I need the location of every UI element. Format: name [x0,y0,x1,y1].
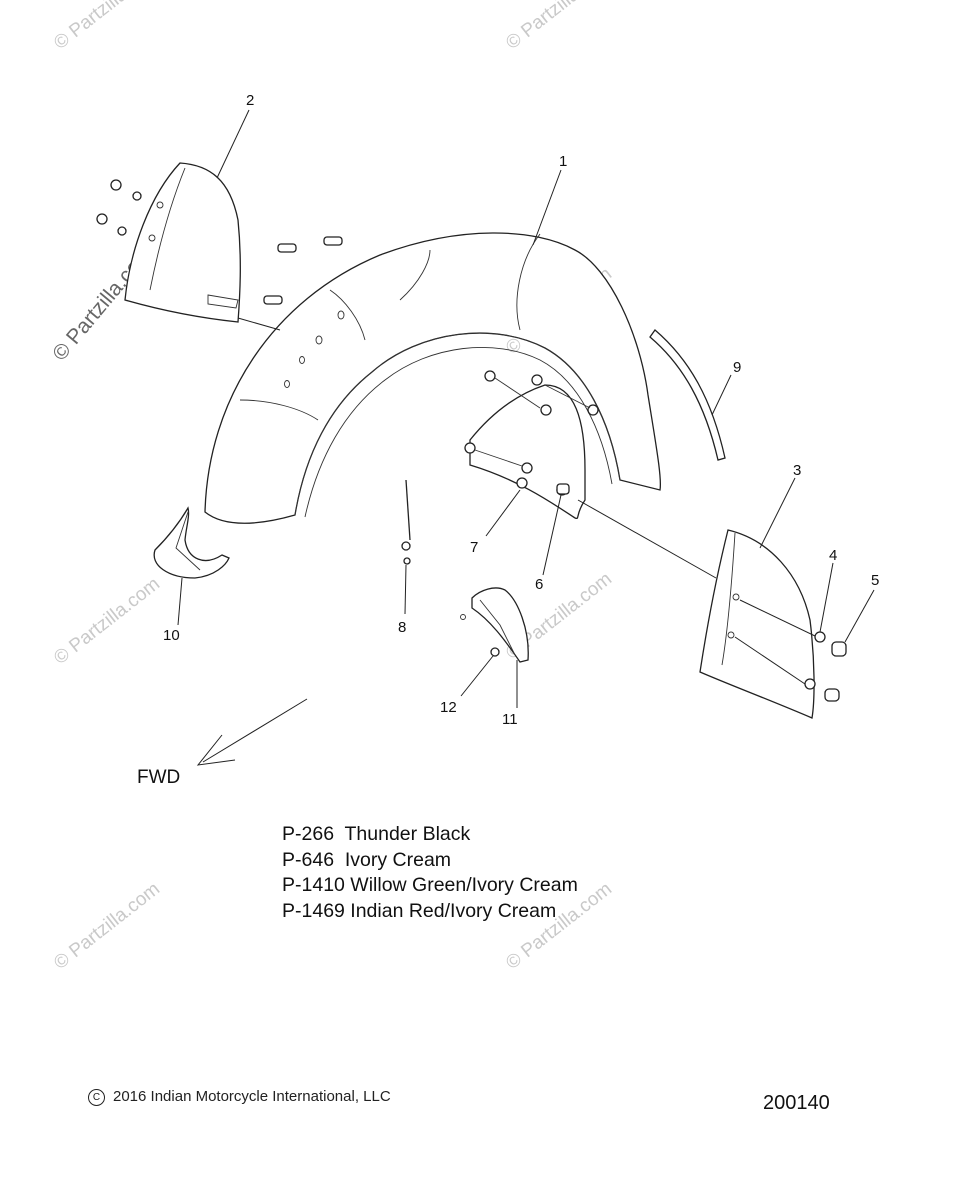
diagram-number: 200140 [763,1092,830,1114]
callouts: 1 2 3 4 5 6 7 8 9 10 11 12 [163,92,879,728]
callout-1: 1 [559,153,567,170]
right-fork-cover [577,499,847,719]
paint-color-item: P-1410 Willow Green/Ivory Cream [282,874,578,896]
callout-8: 8 [398,619,406,636]
callout-2: 2 [246,92,254,109]
copyright-icon: C [88,1089,105,1106]
bracket [460,587,529,663]
watermark: © Partzilla.com [50,879,164,974]
paint-color-item: P-266 Thunder Black [282,823,471,845]
trim-strip [649,329,726,461]
callout-7: 7 [470,539,478,556]
callout-4: 4 [829,547,837,564]
copyright-notice: C 2016 Indian Motorcycle International, L… [88,1088,391,1106]
leader-lines [177,109,875,708]
watermark: © Partzilla.com [502,0,616,54]
reflector-rod [401,479,411,565]
copyright-text: 2016 Indian Motorcycle International, LL… [113,1088,391,1105]
callout-10: 10 [163,627,180,644]
forward-arrow: FWD [137,698,308,788]
callout-5: 5 [871,572,879,589]
left-fork-cover [96,162,281,331]
stud [556,483,570,495]
paint-color-item: P-1469 Indian Red/Ivory Cream [282,899,557,922]
watermark: © Partzilla.com [50,574,164,669]
paint-color-list: P-266 Thunder Black P-646 Ivory Cream P-… [282,822,578,924]
callout-3: 3 [793,462,801,479]
callout-12: 12 [440,699,457,716]
paint-color-item: P-646 Ivory Cream [282,848,452,871]
callout-9: 9 [733,359,741,376]
callout-6: 6 [535,576,543,593]
callout-11: 11 [502,711,518,728]
watermark: © Partzilla.com [50,0,164,54]
fender-tip [153,506,230,579]
screws [263,236,343,305]
front-fender [204,232,662,524]
fwd-label: FWD [137,767,180,788]
